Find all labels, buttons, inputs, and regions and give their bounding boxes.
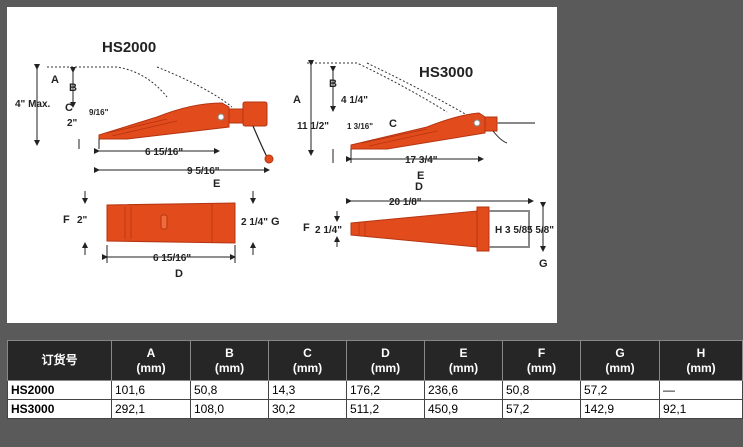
hs2000-title: HS2000 xyxy=(102,39,156,56)
cell-g: 57,2 xyxy=(580,380,660,400)
cell-model: HS2000 xyxy=(7,380,112,400)
cell-b: 50,8 xyxy=(190,380,269,400)
header-b: B(mm) xyxy=(190,340,269,381)
cell-h: 92,1 xyxy=(659,399,743,419)
hs2000-dim-e-letter: E xyxy=(213,178,220,190)
header-order-no: 订货号 xyxy=(7,340,112,381)
cell-b: 108,0 xyxy=(190,399,269,419)
hs3000-side-view: A 11 1/2" B 4 1/4" C 1 3/16" 17 3/4" E xyxy=(293,60,535,182)
hs2000-fraction: 9/16" xyxy=(89,108,109,117)
hs3000-length: 17 3/4" xyxy=(405,155,438,166)
hs2000-dim-b-letter: B xyxy=(69,82,77,94)
hs3000-dim-e-letter: E xyxy=(417,170,424,182)
hs2000-dim-f-letter: F xyxy=(63,214,70,226)
hs3000-handle: H 3 5/8" xyxy=(495,225,532,236)
table-row: HS3000 292,1 108,0 30,2 511,2 450,9 57,2… xyxy=(7,399,743,419)
hs2000-top-length: 6 15/16" xyxy=(153,253,191,264)
hs2000-width-front: 2" xyxy=(77,215,88,226)
hs3000-dim-f-letter: F xyxy=(303,222,310,234)
hs3000-height-a: 11 1/2" xyxy=(297,121,329,132)
hs3000-top-body xyxy=(350,210,478,248)
header-f: F(mm) xyxy=(502,340,581,381)
header-d: D(mm) xyxy=(346,340,425,381)
hs2000-dim-a-letter: A xyxy=(51,74,59,86)
hs2000-length-1: 6 15/16" xyxy=(145,147,183,158)
hs2000-max-height: 4" Max. xyxy=(15,99,51,110)
hs3000-title: HS3000 xyxy=(419,64,473,81)
hs2000-dim-c-letter: C xyxy=(65,102,73,114)
hs2000-dim-d-letter: D xyxy=(175,268,183,280)
cell-e: 450,9 xyxy=(424,399,503,419)
hs2000-side-view: A 4" Max. B C 2" 9/16" 6 15/16" 9 5/16" … xyxy=(15,64,274,190)
header-h: H(mm) xyxy=(659,340,743,381)
cell-c: 14,3 xyxy=(268,380,347,400)
cell-f: 57,2 xyxy=(502,399,581,419)
table-header-row: 订货号 A(mm) B(mm) C(mm) D(mm) E(mm) F(mm) … xyxy=(7,340,743,381)
hs2000-c-value: 2" xyxy=(67,118,78,129)
hs2000-width-back: 2 1/4" xyxy=(241,217,268,228)
cell-d: 511,2 xyxy=(346,399,425,419)
cell-a: 101,6 xyxy=(111,380,191,400)
cell-c: 30,2 xyxy=(268,399,347,419)
cell-f: 50,8 xyxy=(502,380,581,400)
hs2000-top-view: F 2" 2 1/4" G 6 15/16" D xyxy=(63,191,280,280)
cell-d: 176,2 xyxy=(346,380,425,400)
hs2000-dim-g-letter: G xyxy=(271,216,280,228)
hs2000-top-body xyxy=(106,202,236,244)
hs3000-height-b: 4 1/4" xyxy=(341,95,368,106)
hs3000-dim-g-letter: G xyxy=(539,258,548,270)
hs2000-length-2: 9 5/16" xyxy=(187,166,220,177)
hs3000-width-back: 5 5/8" xyxy=(527,225,554,236)
cell-a: 292,1 xyxy=(111,399,191,419)
hs2000-side-body xyxy=(98,102,230,140)
product-dimension-drawing: HS2000 A 4" Max. B C 2" 9/16" 6 15/16" 9… xyxy=(7,7,557,323)
hs3000-width-front: 2 1/4" xyxy=(315,225,342,236)
hs3000-dim-d-letter: D xyxy=(415,181,423,193)
hs3000-dim-a-letter: A xyxy=(293,94,301,106)
hs3000-top-view: D 20 1/8" H 3 5/8" F 2 1/4" 5 5/8" G xyxy=(303,181,554,270)
cell-model: HS3000 xyxy=(7,399,112,419)
header-a: A(mm) xyxy=(111,340,191,381)
cell-h: — xyxy=(659,380,743,400)
hs3000-c-value: 1 3/16" xyxy=(347,122,373,131)
table-row: HS2000 101,6 50,8 14,3 176,2 236,6 50,8 … xyxy=(7,380,743,400)
cell-e: 236,6 xyxy=(424,380,503,400)
hs3000-dim-b-letter: B xyxy=(329,78,337,90)
hs3000-top-length: 20 1/8" xyxy=(389,197,422,208)
hs3000-dim-c-letter: C xyxy=(389,118,397,130)
cell-g: 142,9 xyxy=(580,399,660,419)
header-c: C(mm) xyxy=(268,340,347,381)
header-g: G(mm) xyxy=(580,340,660,381)
dimension-table: 订货号 A(mm) B(mm) C(mm) D(mm) E(mm) F(mm) … xyxy=(7,340,743,419)
header-e: E(mm) xyxy=(424,340,503,381)
